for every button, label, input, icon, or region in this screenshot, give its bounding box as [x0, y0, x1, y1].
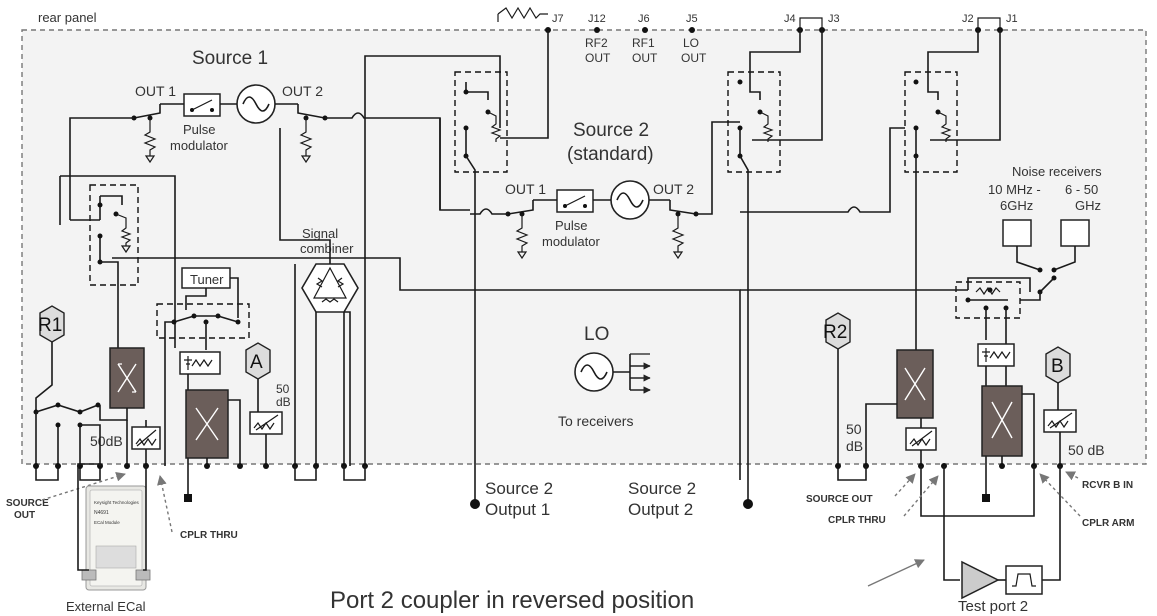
source2-pulse-line2: modulator: [542, 234, 600, 249]
source-2: Source 2 (standard) OUT 1 OUT 2 Pulse mo…: [470, 120, 740, 260]
switch-block-j3: [727, 30, 823, 509]
r1-atten-label: 50dB: [90, 433, 123, 449]
receiver-b-path: B 50 dB: [920, 343, 1105, 581]
jack-j4: J4: [784, 13, 796, 25]
a-atten-line1: 50: [276, 382, 290, 396]
ecal-device-line1: Keysight Technologies: [94, 500, 139, 505]
jack-j3: J3: [828, 13, 840, 25]
cplr-thru-right: CPLR THRU: [828, 515, 886, 526]
noise-title: Noise receivers: [1012, 164, 1102, 179]
jack-j7: J7: [552, 13, 564, 25]
rf1-out-line2: OUT: [632, 51, 658, 65]
b-label: B: [1051, 356, 1064, 377]
source2-out1: OUT 1: [505, 181, 546, 197]
combiner-line1: Signal: [302, 226, 338, 241]
source1-pulse-line1: Pulse: [183, 122, 216, 137]
tuner: Tuner: [156, 267, 250, 466]
rear-jacks: J7 J12 RF2 OUT J6 RF1 OUT J5 LO OUT J4 J…: [497, 6, 1018, 65]
a-atten-line2: dB: [276, 395, 291, 409]
noise-low-line2: 6GHz: [1000, 198, 1033, 213]
s2-out2-line2: Output 2: [628, 500, 693, 519]
tuner-label: Tuner: [190, 272, 224, 287]
receiver-r1: R1: [33, 305, 101, 415]
front-panel-labels: SOURCE OUT CPLR THRU SOURCE OUT CPLR THR…: [6, 471, 1134, 541]
source1-route: [364, 55, 501, 264]
noise-high-line2: GHz: [1075, 198, 1101, 213]
cplr-arm: CPLR ARM: [1082, 518, 1134, 529]
r2-atten-line1: 50: [846, 421, 862, 437]
cplr-thru-left: CPLR THRU: [180, 530, 238, 541]
switch-block-j7: [439, 30, 549, 509]
switch-block-j1: [740, 30, 1001, 352]
source1-pulse-line2: modulator: [170, 138, 228, 153]
signal-combiner: Signal combiner: [279, 128, 368, 481]
source1-out2: OUT 2: [282, 83, 323, 99]
lo-title: LO: [584, 324, 609, 345]
jack-j5: J5: [686, 13, 698, 25]
r1-label: R1: [38, 315, 62, 336]
ecal-device-line2: N4691: [94, 510, 109, 516]
rf2-out-line2: OUT: [585, 51, 611, 65]
source2-out2: OUT 2: [653, 181, 694, 197]
source2-title-line2: (standard): [567, 144, 654, 165]
attenuator-r1: 50dB: [90, 420, 161, 469]
port1-front-loops: [33, 412, 130, 481]
receiver-r2-path: R2 50 dB: [823, 312, 937, 481]
s2-out2-line1: Source 2: [628, 479, 696, 498]
noise-receivers: Noise receivers 10 MHz - 6GHz 6 - 50 GHz: [740, 164, 1102, 394]
source-out-left-line2: OUT: [14, 510, 35, 521]
caption-ecal: External ECal: [66, 599, 146, 614]
a-label: A: [250, 352, 263, 373]
noise-high-line1: 6 - 50: [1065, 182, 1098, 197]
s2-out1-line1: Source 2: [485, 479, 553, 498]
lo-block: LO To receivers: [558, 324, 650, 429]
external-ecal-device: Keysight Technologies N4691 ECal Module: [77, 463, 151, 591]
rcvr-b-in: RCVR B IN: [1082, 480, 1133, 491]
rf1-out-line1: RF1: [632, 36, 655, 50]
source2-output-labels: Source 2 Output 1 Source 2 Output 2: [485, 479, 696, 519]
r2-label: R2: [823, 322, 847, 343]
lo-out-line1: LO: [683, 36, 699, 50]
receiver-a-path: A 50 dB: [179, 342, 291, 502]
source2-pulse-line1: Pulse: [555, 218, 588, 233]
jack-j1: J1: [1006, 13, 1018, 25]
test-port-amp-filter: [961, 560, 1043, 600]
s2-out1-line2: Output 1: [485, 500, 550, 519]
source-out-right: SOURCE OUT: [806, 494, 873, 505]
noise-low-line1: 10 MHz -: [988, 182, 1041, 197]
source-out-left-line1: SOURCE: [6, 498, 49, 509]
coupler-port1: [99, 347, 145, 421]
port2-caption-arrow: [867, 559, 925, 587]
caption-port2: Port 2 coupler in reversed position: [330, 587, 694, 614]
jack-j2: J2: [962, 13, 974, 25]
source1-title: Source 1: [192, 48, 268, 69]
source-1: Source 1 OUT 1 OUT 2 Pulse modulator: [69, 48, 470, 220]
jack-j12: J12: [588, 13, 606, 25]
b-atten-label: 50 dB: [1068, 442, 1105, 458]
ecal-device-line3: ECal Module: [94, 520, 120, 525]
source1-out1: OUT 1: [135, 83, 176, 99]
r2-atten-line2: dB: [846, 438, 863, 454]
port1-switch-block: [59, 175, 741, 480]
source2-title-line1: Source 2: [573, 120, 649, 141]
jack-j6: J6: [638, 13, 650, 25]
lo-caption: To receivers: [558, 413, 633, 429]
caption-test-port: Test port 2: [958, 598, 1028, 615]
combiner-line2: combiner: [300, 241, 354, 256]
rear-panel-label: rear panel: [38, 10, 97, 25]
rf2-out-line1: RF2: [585, 36, 608, 50]
lo-out-line2: OUT: [681, 51, 707, 65]
